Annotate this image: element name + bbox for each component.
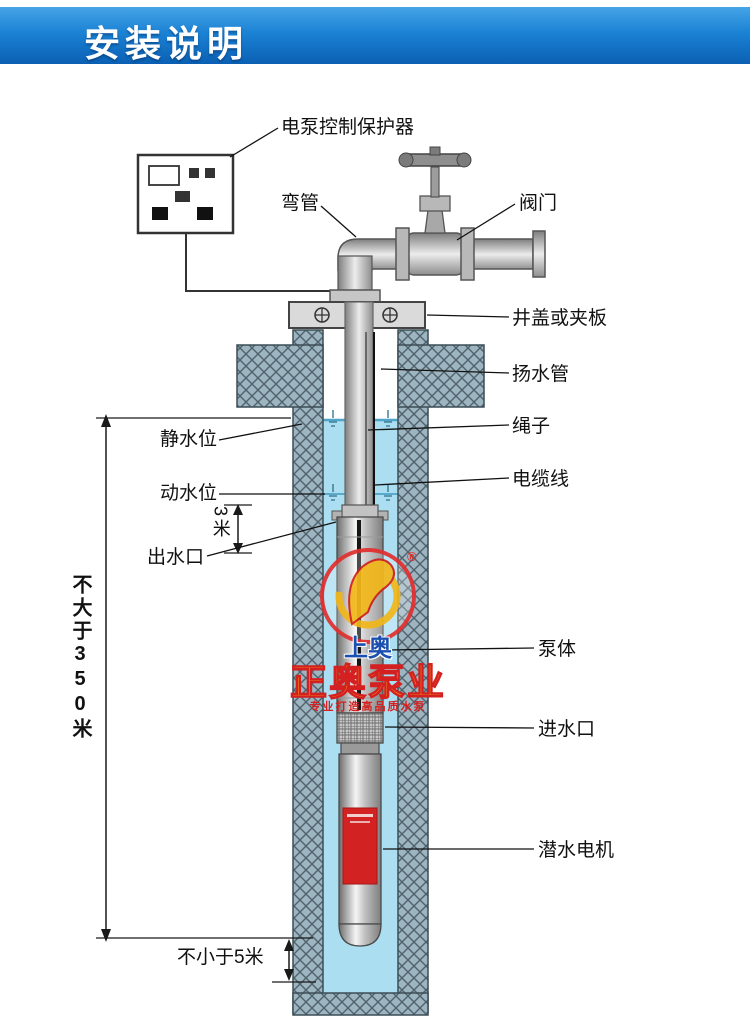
label-cable: 电缆线	[512, 469, 570, 490]
control-wire	[185, 233, 340, 292]
brand-logo-emblem	[320, 548, 416, 644]
leader-outlet	[206, 521, 337, 557]
dynamic-level-mark	[329, 484, 337, 501]
label-motor: 潜水电机	[538, 840, 615, 861]
brand-name-main: 正奥泵业	[289, 661, 446, 703]
registered-trademark-symbol: ®	[407, 549, 417, 564]
leader-control-protector	[229, 127, 279, 158]
label-inlet: 进水口	[538, 719, 596, 740]
leader-inlet	[384, 726, 535, 729]
control-box-illustration	[136, 153, 340, 292]
label-bend-pipe: 弯管	[281, 193, 320, 214]
brand-slogan: 专业打造高品质水泵	[309, 701, 427, 713]
leader-static-level	[218, 423, 303, 441]
page-title: 安装说明	[84, 23, 249, 64]
label-outlet: 出水口	[147, 547, 205, 568]
leader-pump-body	[384, 647, 535, 651]
motor-nameplate	[342, 807, 378, 885]
label-pump-body: 泵体	[538, 639, 577, 660]
valve-illustration	[395, 146, 475, 281]
leader-lines	[206, 127, 535, 850]
header-banner: 安装说明	[0, 7, 750, 64]
leader-bend-pipe	[320, 205, 357, 238]
dimension-bottom-clearance: 不小于5米	[177, 947, 264, 968]
label-rope: 绳子	[512, 416, 551, 437]
inlet-screen	[336, 712, 384, 744]
label-well-cover: 井盖或夹板	[512, 308, 608, 329]
label-valve: 阀门	[519, 193, 558, 214]
bottom-clearance-dimension	[272, 939, 316, 983]
well-walls	[236, 329, 485, 1016]
label-control-protector: 电泵控制保护器	[281, 117, 415, 138]
brand-name-top: 上奥	[344, 635, 392, 662]
well-floor	[292, 992, 429, 1016]
dimension-outlet-depth: 3米	[210, 506, 231, 541]
ground-block-right	[397, 344, 485, 408]
label-riser-pipe: 扬水管	[512, 364, 570, 385]
ground-block-left	[236, 344, 324, 408]
leader-cable	[374, 477, 510, 486]
static-level-mark	[384, 410, 392, 427]
static-level-mark	[329, 410, 337, 427]
leader-riser-pipe	[380, 368, 510, 374]
dynamic-level-mark	[384, 484, 392, 501]
dimension-max-depth: 不大于350米	[69, 574, 91, 741]
riser-pipe-illustration	[344, 301, 375, 515]
label-static-water-level: 静水位	[160, 429, 218, 450]
depth-dimension	[96, 414, 313, 942]
leader-well-cover	[426, 314, 510, 318]
label-dynamic-water-level: 动水位	[160, 483, 218, 504]
leader-rope	[367, 424, 510, 431]
leader-valve	[456, 203, 516, 241]
